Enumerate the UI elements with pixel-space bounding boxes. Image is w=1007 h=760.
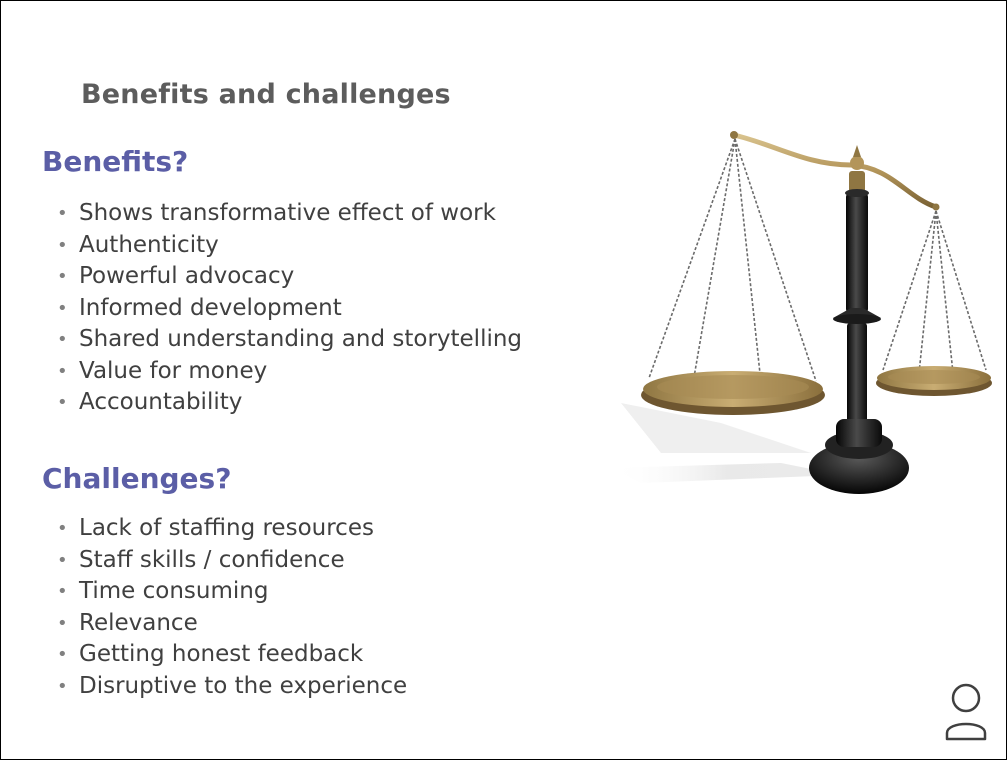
list-item: • Powerful advocacy bbox=[51, 261, 522, 293]
list-item-text: Time consuming bbox=[79, 578, 269, 604]
list-item-text: Authenticity bbox=[79, 231, 219, 258]
list-item: • Shows transformative effect of work bbox=[51, 198, 522, 230]
challenges-list: • Lack of staffing resources • Staff skill… bbox=[51, 513, 407, 702]
bullet-icon: • bbox=[57, 675, 68, 697]
list-item-text: Disruptive to the experience bbox=[79, 672, 408, 699]
bullet-icon: • bbox=[57, 266, 68, 287]
list-item-text: Getting honest feedback bbox=[79, 641, 364, 667]
bullet-icon: • bbox=[57, 329, 68, 350]
list-item: • Time consuming bbox=[51, 576, 407, 608]
bullet-icon: • bbox=[57, 581, 68, 602]
list-item-text: Lack of staffing resources bbox=[79, 515, 374, 541]
benefits-list: • Shows transformative effect of work • Au… bbox=[51, 198, 522, 419]
list-item: • Value for money bbox=[51, 356, 522, 388]
list-item: • Getting honest feedback bbox=[51, 639, 407, 671]
bullet-icon: • bbox=[57, 518, 68, 539]
bullet-icon: • bbox=[57, 644, 68, 665]
slide-title: Benefits and challenges bbox=[81, 79, 451, 110]
list-item: • Staff skills / confidence bbox=[51, 545, 407, 577]
bullet-icon: • bbox=[57, 203, 68, 224]
list-item: • Disruptive to the experience bbox=[51, 671, 407, 703]
bullet-icon: • bbox=[57, 360, 68, 382]
bullet-icon: • bbox=[57, 612, 68, 634]
list-item-text: Powerful advocacy bbox=[79, 263, 295, 289]
list-item-text: Accountability bbox=[79, 389, 243, 415]
challenges-heading: Challenges? bbox=[42, 462, 232, 495]
list-item: • Relevance bbox=[51, 608, 407, 640]
benefits-heading: Benefits? bbox=[42, 145, 189, 178]
bullet-icon: • bbox=[57, 549, 68, 571]
scales-of-justice-icon bbox=[611, 131, 992, 494]
list-item: • Authenticity bbox=[51, 230, 522, 262]
list-item-text: Relevance bbox=[79, 609, 198, 636]
list-item-text: Informed development bbox=[79, 294, 342, 321]
list-item: • Informed development bbox=[51, 293, 522, 325]
bullet-icon: • bbox=[57, 234, 68, 256]
list-item: • Shared understanding and storytelling bbox=[51, 324, 522, 356]
list-item: • Accountability bbox=[51, 387, 522, 419]
list-item: • Lack of staffing resources bbox=[51, 513, 407, 545]
bullet-icon: • bbox=[57, 392, 68, 413]
list-item-text: Staff skills / confidence bbox=[79, 546, 345, 573]
list-item-text: Shared understanding and storytelling bbox=[79, 326, 523, 352]
list-item-text: Shows transformative effect of work bbox=[79, 200, 496, 226]
person-icon bbox=[945, 683, 987, 741]
bullet-icon: • bbox=[57, 297, 68, 319]
list-item-text: Value for money bbox=[79, 357, 268, 384]
